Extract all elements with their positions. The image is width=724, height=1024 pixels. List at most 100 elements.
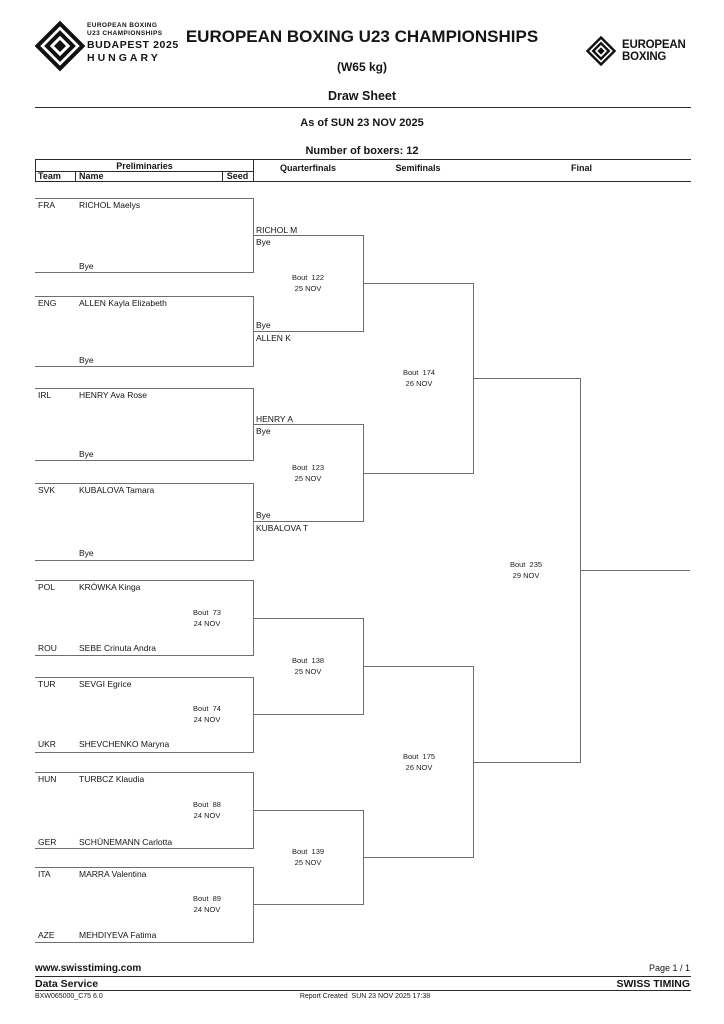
prelim7-boxer-bottom: SCHÜNEMANN Carlotta [79, 837, 173, 847]
column-header-semifinals: Semifinals [395, 163, 441, 173]
rule-under-doc-type [35, 107, 691, 108]
qf2-bout-number: Bout 123 [291, 463, 325, 472]
prelim5-bottom-line [35, 655, 254, 656]
event-diamond-logo-icon [35, 20, 85, 72]
prelim7-top-line [35, 772, 254, 773]
qf3-bout-date: 25 NOV [294, 667, 322, 676]
prelim6-team-top: TUR [38, 679, 56, 689]
weight-class: (W65 kg) [336, 60, 387, 74]
prelim4-bottom-line [35, 560, 254, 561]
prelim7-boxer-top: TURBCZ Klaudia [79, 774, 145, 784]
qf3-bout-number: Bout 138 [291, 656, 325, 665]
column-header-preliminaries: Preliminaries [116, 161, 173, 171]
prelim3-winner-line [253, 424, 363, 425]
prelim7-team-bottom: GER [38, 837, 57, 847]
footer-swiss-timing: SWISS TIMING [616, 978, 691, 990]
prelim8-team-bottom: AZE [38, 930, 55, 940]
column-header-name: Name [79, 171, 104, 181]
final-winner-line [580, 570, 690, 571]
prelim6-top-line [35, 677, 254, 678]
name-seed-divider [222, 171, 223, 182]
qf4-bout-date: 25 NOV [294, 858, 322, 867]
qf2-top-note: Bye [256, 426, 271, 436]
team-name-divider [75, 171, 76, 182]
prelim3-team-top: IRL [38, 390, 52, 400]
qf1-bout-label: Bout 122 25 NOV [278, 272, 338, 294]
event-logo-line1: EUROPEAN BOXING [87, 22, 158, 29]
prelim8-winner-line [253, 904, 363, 905]
sf2-bout-number: Bout 175 [402, 752, 436, 761]
column-header-quarterfinals: Quarterfinals [279, 163, 337, 173]
qf2-bout-label: Bout 123 25 NOV [278, 462, 338, 484]
footer-rule-2 [35, 990, 691, 991]
prelim7-team-top: HUN [38, 774, 57, 784]
qf3-bout-label: Bout 138 25 NOV [278, 655, 338, 677]
prelim7-bout-date: 24 NOV [193, 811, 221, 820]
prelim1-boxer-top: RICHOL Maelys [79, 200, 141, 210]
prelim1-team-top: FRA [38, 200, 55, 210]
prelim8-bout-date: 24 NOV [193, 905, 221, 914]
prelim3-boxer-top: HENRY Ava Rose [79, 390, 148, 400]
prelim3-bottom-line [35, 460, 254, 461]
prelim8-top-line [35, 867, 254, 868]
footer-data-service: Data Service [35, 978, 99, 990]
final-bout-label: Bout 235 29 NOV [496, 559, 556, 581]
qf1-bottom-name: ALLEN K [256, 333, 291, 343]
footer-report-code: BXW065000_C75 6.0 [35, 993, 103, 1000]
event-logo-line2: U23 CHAMPIONSHIPS [87, 30, 163, 37]
prelim3-boxer-bottom: Bye [79, 449, 94, 459]
org-diamond-logo-icon [586, 36, 616, 66]
prelim1-winner-line [253, 235, 363, 236]
prelim5-winner-line [253, 618, 363, 619]
prelim5-bout-date: 24 NOV [193, 619, 221, 628]
event-logo-line4: HUNGARY [87, 52, 161, 64]
qf4-bout-number: Bout 139 [291, 847, 325, 856]
prelim7-bout-number: Bout 88 [193, 800, 221, 809]
prelim5-boxer-top: KRÓWKA Kinga [79, 582, 141, 592]
sf2-bout-date: 26 NOV [405, 763, 433, 772]
doc-type: Draw Sheet [327, 89, 397, 103]
column-header-final: Final [570, 163, 592, 173]
prelim6-boxer-bottom: SHEVCHENKO Maryna [79, 739, 170, 749]
prelim2-boxer-bottom: Bye [79, 355, 94, 365]
final-bout-number: Bout 235 [509, 560, 543, 569]
prelim5-team-bottom: ROU [38, 643, 57, 653]
sf1-bout-number: Bout 174 [402, 368, 436, 377]
qf2-bottom-name: KUBALOVA T [256, 523, 309, 533]
prelim6-right-line [253, 677, 254, 753]
qf4-winner-line [363, 857, 473, 858]
prelim8-boxer-top: MARRA Valentina [79, 869, 147, 879]
qf1-winner-line [363, 283, 473, 284]
prelim8-boxer-bottom: MEHDIYEVA Fatima [79, 930, 157, 940]
sf2-bout-label: Bout 175 26 NOV [389, 751, 449, 773]
prelim2-boxer-top: ALLEN Kayla Elizabeth [79, 298, 167, 308]
prelim6-winner-line [253, 714, 363, 715]
qf1-bout-date: 25 NOV [294, 284, 322, 293]
prelim6-bout-label: Bout 74 24 NOV [177, 703, 237, 725]
seed-right-border [253, 159, 254, 182]
qf2-top-name: HENRY A [256, 414, 294, 424]
org-logo-line2: BOXING [622, 51, 667, 63]
footer-page-number: Page 1 / 1 [648, 963, 690, 973]
prelim4-team-top: SVK [38, 485, 56, 495]
qf2-bout-date: 25 NOV [294, 474, 322, 483]
prelim8-bottom-line [35, 942, 254, 943]
final-bout-date: 29 NOV [512, 571, 540, 580]
org-logo-line1: EUROPEAN [622, 39, 686, 51]
table-left-border [35, 159, 36, 182]
qf2-winner-line [363, 473, 473, 474]
prelim7-winner-line [253, 810, 363, 811]
qf3-winner-line [363, 666, 473, 667]
prelim2-team-top: ENG [38, 298, 57, 308]
footer-website[interactable]: www.swisstiming.com [35, 963, 142, 974]
prelim5-team-top: POL [38, 582, 56, 592]
page-title: EUROPEAN BOXING U23 CHAMPIONSHIPS [185, 27, 539, 46]
prelim6-bottom-line [35, 752, 254, 753]
prelim1-top-line [35, 198, 254, 199]
prelim8-bout-label: Bout 89 24 NOV [177, 893, 237, 915]
prelim5-bout-number: Bout 73 [193, 608, 221, 617]
qf4-bout-label: Bout 139 25 NOV [278, 846, 338, 868]
prelim4-top-line [35, 483, 254, 484]
prelim6-boxer-top: SEVGI Egrice [79, 679, 132, 689]
